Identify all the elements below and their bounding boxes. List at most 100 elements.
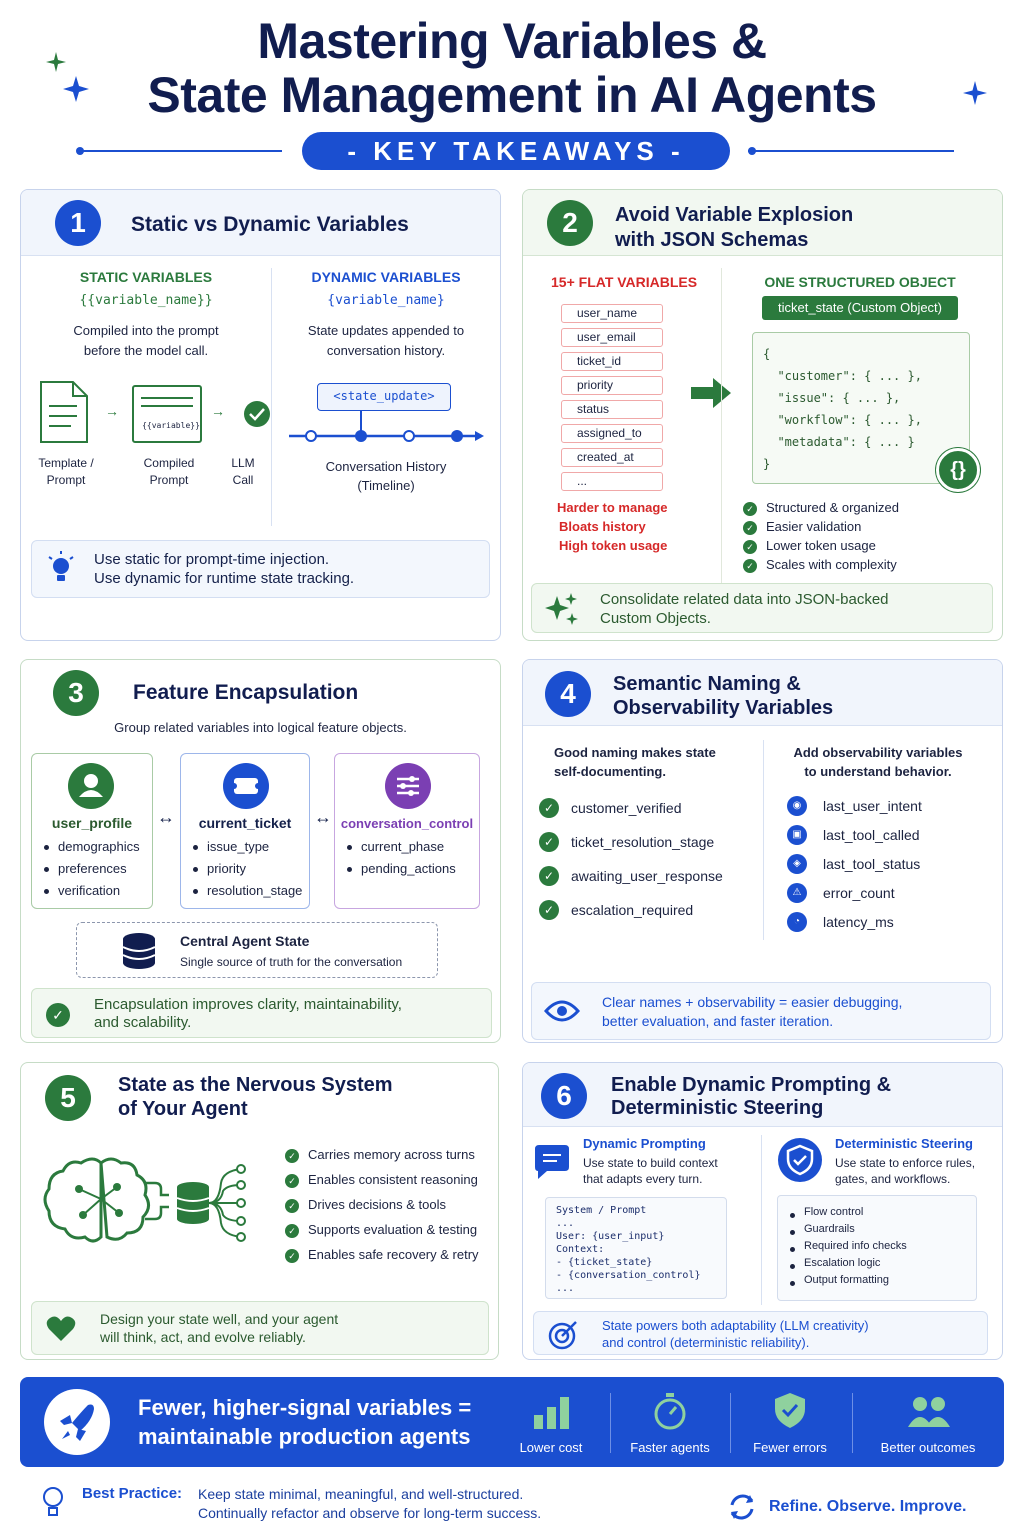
observability-variable: last_tool_called — [823, 827, 920, 843]
benefit-item: ✓Enables safe recovery & retry — [285, 1246, 479, 1263]
benefit-item: ✓Enables consistent reasoning — [285, 1171, 478, 1188]
section-number: 3 — [53, 670, 99, 716]
card-header — [523, 660, 1002, 726]
card-note: Consolidate related data into JSON-backe… — [531, 583, 993, 633]
card-note: Clear names + observability = easier deb… — [531, 982, 991, 1040]
code-line: ... — [556, 1283, 575, 1294]
code-line: Context: — [556, 1244, 605, 1255]
dynamic-heading: DYNAMIC VARIABLES — [311, 269, 461, 285]
observability-variable: latency_ms — [823, 914, 894, 930]
bar-chart-icon — [534, 1397, 569, 1429]
dynamic-syntax: {variable_name} — [327, 293, 445, 308]
intent-icon: ◉ — [787, 796, 807, 816]
note-line-1: Clear names + observability = easier deb… — [602, 994, 903, 1010]
list-item: preferences — [42, 858, 140, 880]
column-divider — [761, 1135, 762, 1305]
pro-4: ✓Scales with complexity — [743, 556, 897, 573]
tool-icon: ▣ — [787, 825, 807, 845]
observability-variable: error_count — [823, 885, 895, 901]
dynamic-prompting-desc-1: Use state to build context — [583, 1156, 718, 1170]
static-flow-diagram: → → — [40, 381, 270, 443]
brain-network-icon — [43, 1157, 246, 1243]
check-icon: ✓ — [285, 1198, 299, 1213]
note-line-2: will think, act, and evolve reliably. — [100, 1329, 306, 1345]
stat-faster-agents: Faster agents — [620, 1377, 720, 1467]
good-name: customer_verified — [571, 800, 682, 816]
observability-heading-1: Add observability variables — [793, 745, 963, 760]
lightbulb-icon — [43, 1487, 63, 1516]
dynamic-prompting-desc-2: that adapts every turn. — [583, 1172, 703, 1186]
good-name: ticket_resolution_stage — [571, 834, 715, 850]
feature-current-ticket: current_ticket issue_type priority resol… — [180, 753, 310, 909]
deterministic-desc-2: gates, and workflows. — [835, 1172, 951, 1186]
footer-motto: Refine. Observe. Improve. — [769, 1498, 967, 1515]
section-number: 5 — [45, 1075, 91, 1121]
check-icon: ✓ — [539, 798, 559, 818]
note-line-1: State powers both adaptability (LLM crea… — [602, 1318, 869, 1333]
card-note: State powers both adaptability (LLM crea… — [533, 1311, 988, 1355]
deterministic-title: Deterministic Steering — [835, 1136, 973, 1151]
pro-2: ✓Easier validation — [743, 518, 861, 535]
json-block — [752, 332, 970, 484]
central-subtitle: Single source of truth for the conversat… — [180, 955, 403, 969]
deterministic-desc-1: Use state to enforce rules, — [835, 1156, 976, 1170]
section-title-1: Enable Dynamic Prompting & — [611, 1074, 892, 1096]
benefit-item: ✓Carries memory across turns — [285, 1146, 475, 1163]
code-line: System / Prompt — [556, 1205, 647, 1216]
user-icon — [68, 763, 114, 809]
card-nervous-system: 5 State as the Nervous System of Your Ag… — [20, 1062, 499, 1360]
json-line: { — [763, 347, 771, 361]
sparkle-icon — [46, 52, 89, 102]
pro-3: ✓Lower token usage — [743, 537, 876, 554]
section-title-1: Avoid Variable Explosion — [615, 204, 854, 226]
list-item: issue_type — [191, 836, 302, 858]
stat-lower-cost: Lower cost — [506, 1377, 596, 1467]
check-icon: ✓ — [539, 900, 559, 920]
note-line-2: Custom Objects. — [600, 610, 711, 627]
llm-label-1: LLM — [231, 456, 255, 470]
section-number: 6 — [541, 1073, 587, 1119]
json-line: "issue": { ... }, — [763, 391, 901, 405]
check-icon: ✓ — [285, 1173, 299, 1188]
stopwatch-icon — [654, 1393, 686, 1430]
section-title-1: Semantic Naming & — [613, 673, 801, 695]
check-icon: ✓ — [285, 1148, 299, 1163]
shield-icon — [775, 1393, 805, 1428]
note-line-1: Design your state well, and your agent — [100, 1311, 339, 1327]
note-line-2: better evaluation, and faster iteration. — [602, 1013, 834, 1029]
banner-line-1: Fewer, higher-signal variables = — [138, 1395, 472, 1420]
static-desc-2: before the model call. — [83, 343, 209, 358]
benefit-label: Drives decisions & tools — [308, 1197, 446, 1212]
note-line-1: Use static for prompt-time injection. — [94, 551, 330, 568]
list-item: resolution_stage — [191, 880, 302, 902]
flat-variable: ... — [561, 472, 663, 491]
pro-1: ✓Structured & organized — [743, 499, 899, 516]
note-line-1: Consolidate related data into JSON-backe… — [600, 591, 889, 608]
compiled-label-1: Compiled — [143, 456, 195, 470]
static-syntax: {{variable_name}} — [79, 293, 213, 308]
good-name: awaiting_user_response — [571, 868, 723, 884]
json-line: "workflow": { ... }, — [763, 413, 922, 427]
list-item: verification — [42, 880, 140, 902]
con-1: Harder to manage — [557, 500, 668, 515]
section-title: Static vs Dynamic Variables — [131, 213, 409, 236]
section-title: Feature Encapsulation — [133, 681, 359, 704]
card-note: Use static for prompt-time injection. Us… — [31, 540, 490, 598]
title-line-1: Mastering Variables & — [257, 13, 767, 69]
prompt-code-block: System / Prompt...User: {user_input}Cont… — [545, 1197, 727, 1299]
card-dynamic-prompting: 6 Enable Dynamic Prompting & Determinist… — [522, 1062, 1003, 1360]
heart-icon — [46, 1316, 76, 1341]
feature-items: demographics preferences verification — [42, 836, 140, 902]
error-icon: ⚠ — [787, 883, 807, 903]
flat-variable: user_email — [561, 328, 663, 347]
code-line: ... — [556, 1218, 575, 1229]
con-3: High token usage — [559, 538, 668, 553]
check-icon: ✓ — [285, 1248, 299, 1263]
dynamic-desc-2: conversation history. — [326, 343, 446, 358]
ticket-icon — [223, 763, 269, 809]
stat-label: Fewer errors — [753, 1440, 827, 1455]
object-label: ticket_state (Custom Object) — [762, 296, 958, 320]
feature-user-profile: user_profile demographics preferences ve… — [31, 753, 153, 909]
latency-icon: ◔ — [787, 912, 807, 932]
